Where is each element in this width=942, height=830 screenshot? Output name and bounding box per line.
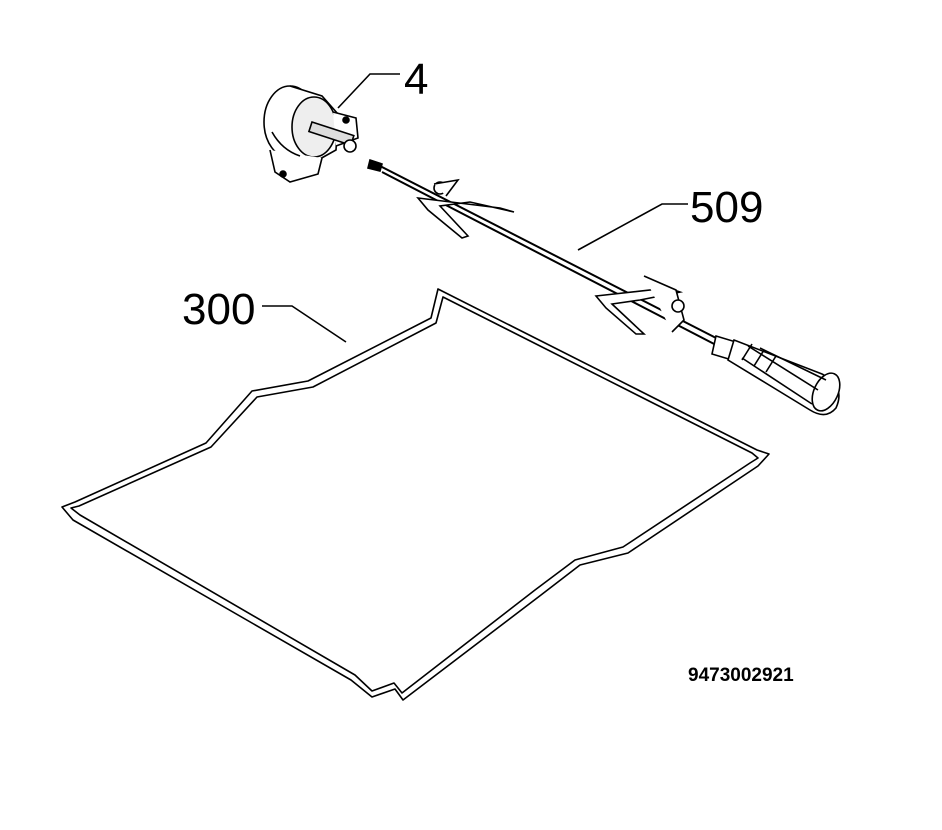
callout-label-spit: 509 [690,183,764,232]
leader-lines [262,73,688,343]
rotisserie-motor-icon [263,85,359,183]
document-number: 9473002921 [688,665,794,686]
leader-line-300 [262,305,347,343]
leader-line-509 [577,203,688,251]
rotisserie-spit-icon [367,158,841,416]
wire-rack-icon [61,288,770,701]
callout-label-rack: 300 [182,285,256,334]
leader-line-4 [337,73,400,109]
callout-label-motor: 4 [404,55,429,104]
